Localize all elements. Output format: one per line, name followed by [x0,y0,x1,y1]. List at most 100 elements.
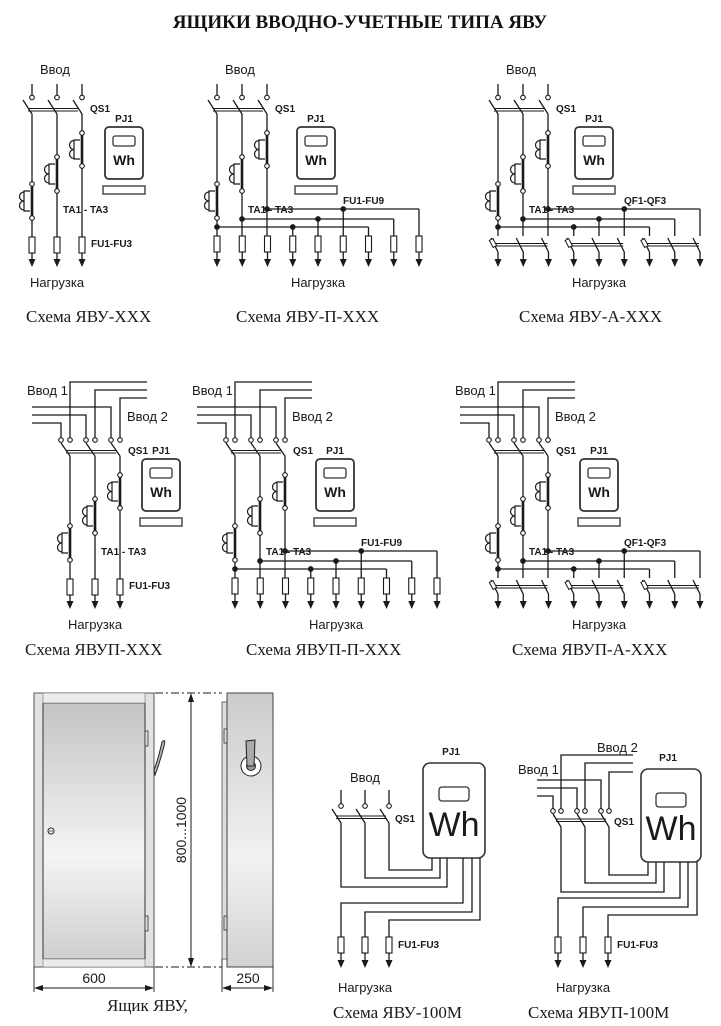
terminal [117,472,123,478]
meter-unit: Wh [583,152,605,168]
ct-bracket [23,190,30,212]
terminal [92,496,98,502]
scheme-caption: Схема ЯВУП-100М [528,1003,669,1022]
load-label: Нагрузка [30,275,85,290]
scheme-caption: Схема ЯВУ-А-ХХХ [519,307,662,326]
ct-coil [534,139,541,160]
switch-blade [85,442,96,457]
terminal [574,808,580,814]
protection-label: FU1-FU3 [91,239,133,250]
meter-terminal-cover [577,517,621,527]
meter-label: PJ1 [585,114,603,125]
cabinet-side-view [221,692,274,968]
switch-blade [513,442,524,457]
terminal [606,808,612,814]
meter-display [323,467,347,479]
switch-blade [538,442,549,457]
terminal [545,472,551,478]
terminal [282,505,288,511]
terminal [257,496,263,502]
switch-label: QS1 [293,446,313,457]
fuse-icon [213,235,221,253]
breaker-contact [515,579,524,595]
input-1-label: Ввод 1 [192,383,233,398]
fuse-icon [332,577,340,595]
wire [557,862,681,937]
ct-label: TA1 - TA3 [529,547,575,558]
switch-blade [225,442,236,457]
input-1-wire [460,406,540,438]
terminal [83,437,89,443]
terminal [520,496,526,502]
scheme-caption: Схема ЯВУП-А-ХХХ [512,640,667,659]
current-transformer-icon [509,154,526,194]
ct-coil [509,164,516,184]
terminal [520,154,526,160]
switch-blade [47,99,58,115]
breaker-contact [692,237,701,253]
meter-unit: Wh [113,152,135,168]
fuse-icon [231,577,239,595]
terminal [214,215,220,221]
arrow-icon [519,601,527,609]
input-label: Ввод [40,62,70,77]
terminal [550,808,556,814]
input-label: Ввод [506,62,536,77]
arrow-icon [570,601,578,609]
input-2-wire [119,397,147,438]
terminal [239,94,245,101]
terminal [282,437,288,443]
ct-bracket [111,481,118,502]
scheme-caption: Схема ЯВУ-100М [333,1003,462,1022]
current-transformer-icon [534,472,551,511]
arrow-icon [337,960,345,968]
terminal [362,803,368,809]
cabinet-front-view [33,692,166,968]
input-1-wire [197,406,277,438]
meter-label: PJ1 [307,114,325,125]
meter-terminal-cover [294,185,338,195]
meter-unit: Wh [324,484,346,500]
fuse-icon [116,578,124,596]
terminal [108,437,114,443]
wire [340,823,448,888]
switch-label: QS1 [614,817,634,828]
breaker-contact [616,579,625,595]
switch-label: QS1 [90,104,110,115]
wire [388,823,433,871]
terminal [67,437,73,443]
ct-bracket [233,163,240,185]
junction-dot [232,566,238,572]
ct-coil [484,191,491,211]
arrow-icon [579,960,587,968]
depth-dimension-label: 250 [236,970,260,986]
terminal [545,94,551,101]
ct-bracket [489,532,496,554]
arrow-icon [231,601,239,609]
ct-coil [246,506,253,526]
switch-blade [488,442,499,457]
wire [364,823,441,879]
input-label: Ввод [225,62,255,77]
meter-label: PJ1 [152,446,170,457]
input-1-label: Ввод 1 [518,762,559,777]
input-2-wire [584,762,633,809]
fuse-icon [385,936,393,954]
ct-bracket [208,190,215,212]
meter-body [640,768,702,863]
meter-terminal-cover [313,517,357,527]
thermal-release-icon [564,579,574,591]
arrow-icon [595,601,603,609]
terminal [282,472,288,478]
fuse-icon [337,936,345,954]
switch-blade [232,99,243,115]
ct-bracket [226,532,233,554]
switch-label: QS1 [395,814,415,825]
ct-bracket [86,505,93,527]
scheme-caption: Схема ЯВУП-П-ХХХ [246,640,401,659]
input-1-wire [537,779,602,809]
